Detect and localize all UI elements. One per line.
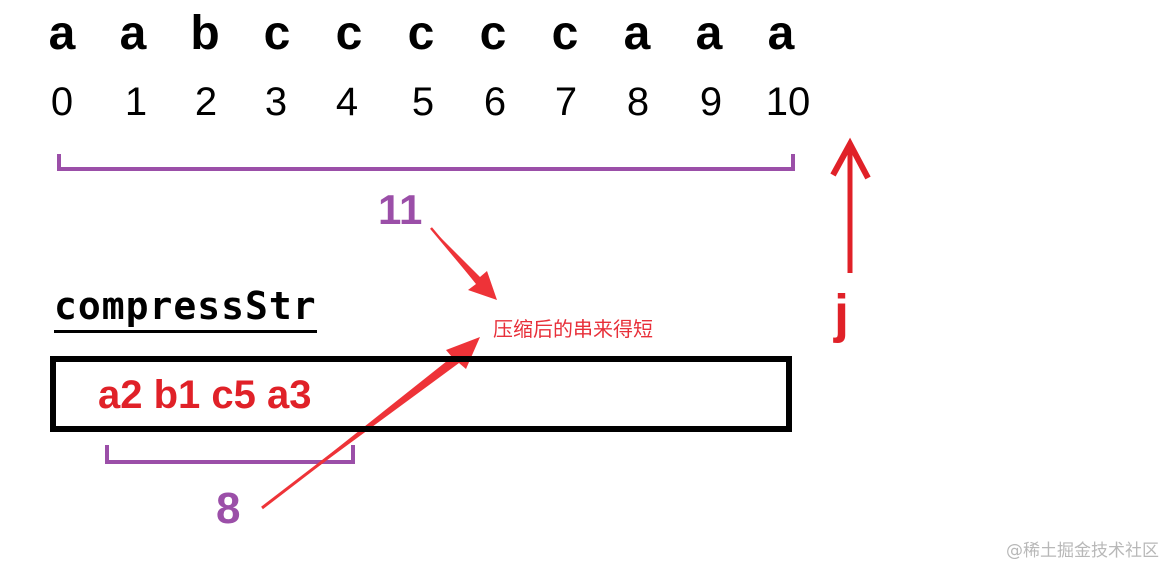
index-5: 5: [411, 80, 435, 124]
annotation-text: 压缩后的串来得短: [493, 317, 653, 341]
index-8: 8: [626, 80, 650, 124]
char-9: a: [695, 7, 723, 60]
char-7: c: [551, 7, 579, 60]
compressed-string-box: a2 b1 c5 a3: [50, 356, 792, 432]
index-2: 2: [194, 80, 218, 124]
char-5: c: [407, 7, 435, 60]
compressed-variable-label: compressStr: [54, 282, 317, 333]
watermark: @稀土掘金技术社区: [1006, 541, 1159, 561]
original-length-bracket: [57, 154, 795, 171]
compressed-length-label: 8: [216, 484, 241, 533]
pointer-arrow-icon: [830, 137, 871, 273]
index-4: 4: [335, 80, 359, 124]
index-1: 1: [124, 80, 148, 124]
char-3: c: [263, 7, 291, 60]
original-length-label: 11: [378, 186, 423, 233]
char-2: b: [190, 7, 220, 60]
index-10: 10: [765, 80, 811, 124]
compressed-length-bracket: [105, 445, 355, 464]
char-4: c: [335, 7, 363, 60]
char-10: a: [767, 7, 795, 60]
index-6: 6: [483, 80, 507, 124]
index-0: 0: [50, 80, 74, 124]
char-0: a: [48, 7, 76, 60]
compressed-value: a2 b1 c5 a3: [98, 373, 312, 417]
arrow-8-to-note-icon: [261, 337, 480, 510]
char-6: c: [479, 7, 507, 60]
index-9: 9: [699, 80, 723, 124]
index-7: 7: [554, 80, 578, 124]
index-3: 3: [264, 80, 288, 124]
char-1: a: [119, 7, 147, 60]
pointer-label: j: [834, 284, 850, 344]
arrow-11-to-note-icon: [430, 227, 497, 300]
char-8: a: [623, 7, 651, 60]
